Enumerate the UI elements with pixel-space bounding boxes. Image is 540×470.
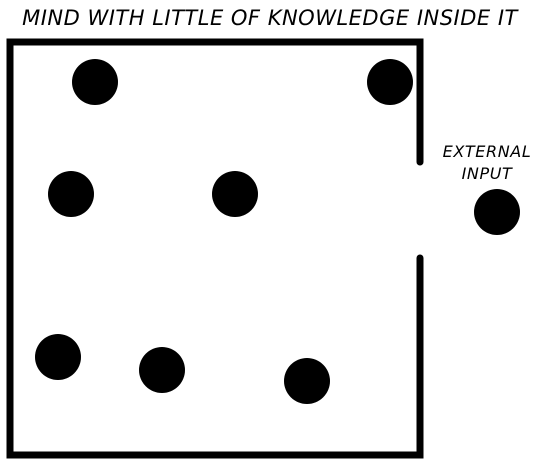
- external-input-label-line-1: EXTERNAL: [442, 142, 532, 161]
- external-input-dot: [474, 189, 520, 235]
- knowledge-dot: [35, 334, 81, 380]
- knowledge-dot: [367, 59, 413, 105]
- external-input-label-line-2: INPUT: [461, 164, 513, 183]
- external-input-label: EXTERNAL INPUT: [432, 141, 540, 185]
- diagram-title: MIND WITH LITTLE OF KNOWLEDGE INSIDE IT: [22, 6, 518, 30]
- knowledge-dot: [48, 171, 94, 217]
- knowledge-dot: [284, 358, 330, 404]
- mind-box-outline: [6, 38, 424, 459]
- knowledge-dot: [72, 59, 118, 105]
- knowledge-dot: [212, 171, 258, 217]
- knowledge-dot: [139, 347, 185, 393]
